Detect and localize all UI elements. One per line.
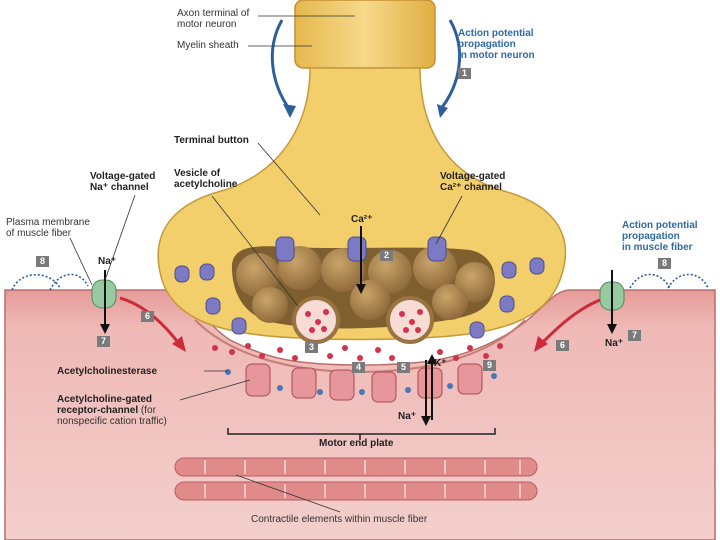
motor-end-plate-label: Motor end plate — [319, 438, 394, 449]
vg-ca-label: Voltage-gated Ca²⁺ channel — [440, 171, 506, 193]
ap-motor-label: Action potential propagation in motor ne… — [458, 28, 535, 61]
vesicles — [236, 246, 495, 323]
vg-na-label: Voltage-gated Na⁺ channel — [90, 171, 156, 193]
step-marker-8-right: 8 — [658, 258, 671, 269]
contractile-elements — [174, 457, 538, 501]
na-left-label: Na⁺ — [98, 256, 117, 267]
acetylcholinesterase-marks — [225, 369, 497, 395]
step-marker-7-left: 7 — [97, 336, 110, 347]
step-marker-1: 1 — [458, 68, 471, 79]
ach-receptor-note: (for nonspecific cation traffic) — [57, 405, 167, 427]
myelin-sheath — [294, 0, 436, 69]
contractile-label: Contractile elements within muscle fiber — [251, 514, 428, 525]
leader-lines — [69, 15, 463, 513]
step-marker-6-left: 6 — [141, 311, 154, 322]
step-marker-7-right: 7 — [628, 330, 641, 341]
ca2-label: Ca²⁺ — [351, 214, 373, 225]
step-marker-2: 2 — [380, 250, 393, 261]
terminal-button-label: Terminal button — [174, 135, 249, 146]
step-marker-4: 4 — [352, 362, 365, 373]
muscle-ap-arrows — [11, 273, 709, 291]
ach-receptor-label: Acetylcholine-gated receptor-channel (fo… — [57, 394, 167, 427]
na-right-label: Na⁺ — [605, 338, 624, 349]
acetylcholinesterase-label: Acetylcholinesterase — [57, 366, 158, 377]
vesicle-ach-label: Vesicle of acetylcholine — [174, 168, 238, 190]
motor-end-plate-bracket — [227, 428, 496, 435]
na-bottom-label: Na⁺ — [398, 411, 417, 422]
neuron-ap-arrows — [270, 19, 462, 111]
step-marker-3: 3 — [305, 342, 318, 353]
axon-terminal-label: Axon terminal of motor neuron — [177, 8, 250, 30]
step-marker-9: 9 — [483, 360, 496, 371]
myelin-sheath-label: Myelin sheath — [177, 40, 239, 51]
ach-molecules — [212, 309, 503, 361]
ach-receptors — [245, 363, 483, 403]
ach-receptor-title: Acetylcholine-gated receptor-channel — [57, 394, 153, 416]
step-marker-5: 5 — [397, 362, 410, 373]
step-marker-8-left: 8 — [36, 256, 49, 267]
step-marker-6-right: 6 — [556, 340, 569, 351]
plasma-membrane-label: Plasma membrane of muscle fiber — [6, 217, 90, 239]
ap-muscle-label: Action potential propagation in muscle f… — [622, 220, 698, 253]
k-plus-label: K⁺ — [434, 358, 447, 369]
ion-arrows — [104, 226, 613, 420]
